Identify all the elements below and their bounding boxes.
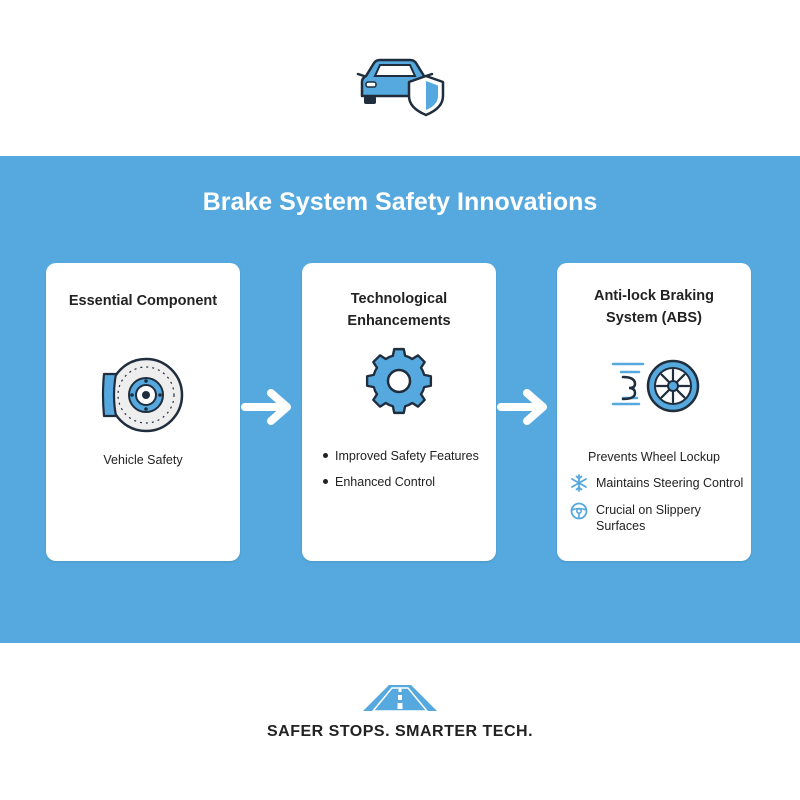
card-title: Technological Enhancements xyxy=(347,291,451,329)
card-title-line: System (ABS) xyxy=(606,310,702,326)
bullet-dot xyxy=(323,479,328,484)
card-abs: Anti-lock Braking System (ABS) Prevents … xyxy=(557,263,751,561)
car-shield-icon xyxy=(356,58,445,117)
card-item: Maintains Steering Control xyxy=(596,476,744,490)
card-essential-component: Essential Component Vehicle Safety xyxy=(46,263,240,561)
steering-wheel-icon xyxy=(570,502,588,520)
spinning-wheel-icon xyxy=(611,359,700,413)
bullet-dot xyxy=(323,453,328,458)
card-title: Essential Component xyxy=(68,293,218,309)
card-item: Enhanced Control xyxy=(335,475,436,489)
snowflake-icon xyxy=(571,474,587,492)
brake-disc-icon xyxy=(101,357,184,433)
arrow-right-icon xyxy=(241,389,291,425)
card-item: Prevents Wheel Lockup xyxy=(587,450,720,464)
arrow-right-icon xyxy=(497,389,547,425)
road-icon xyxy=(363,685,437,712)
diagram-title: Brake System Safety Innovations xyxy=(202,188,598,216)
card-item: Crucial on Slippery xyxy=(596,503,701,517)
card-item: Improved Safety Features xyxy=(335,449,479,463)
card-technological-enhancements: Technological Enhancements Improved Safe… xyxy=(302,263,496,561)
tagline: SAFER STOPS. SMARTER TECH. xyxy=(266,723,534,740)
card-item: Vehicle Safety xyxy=(103,453,183,467)
card-title-line: Anti-lock Braking xyxy=(593,288,715,304)
card-item: Surfaces xyxy=(596,519,646,533)
gear-icon xyxy=(365,347,433,415)
